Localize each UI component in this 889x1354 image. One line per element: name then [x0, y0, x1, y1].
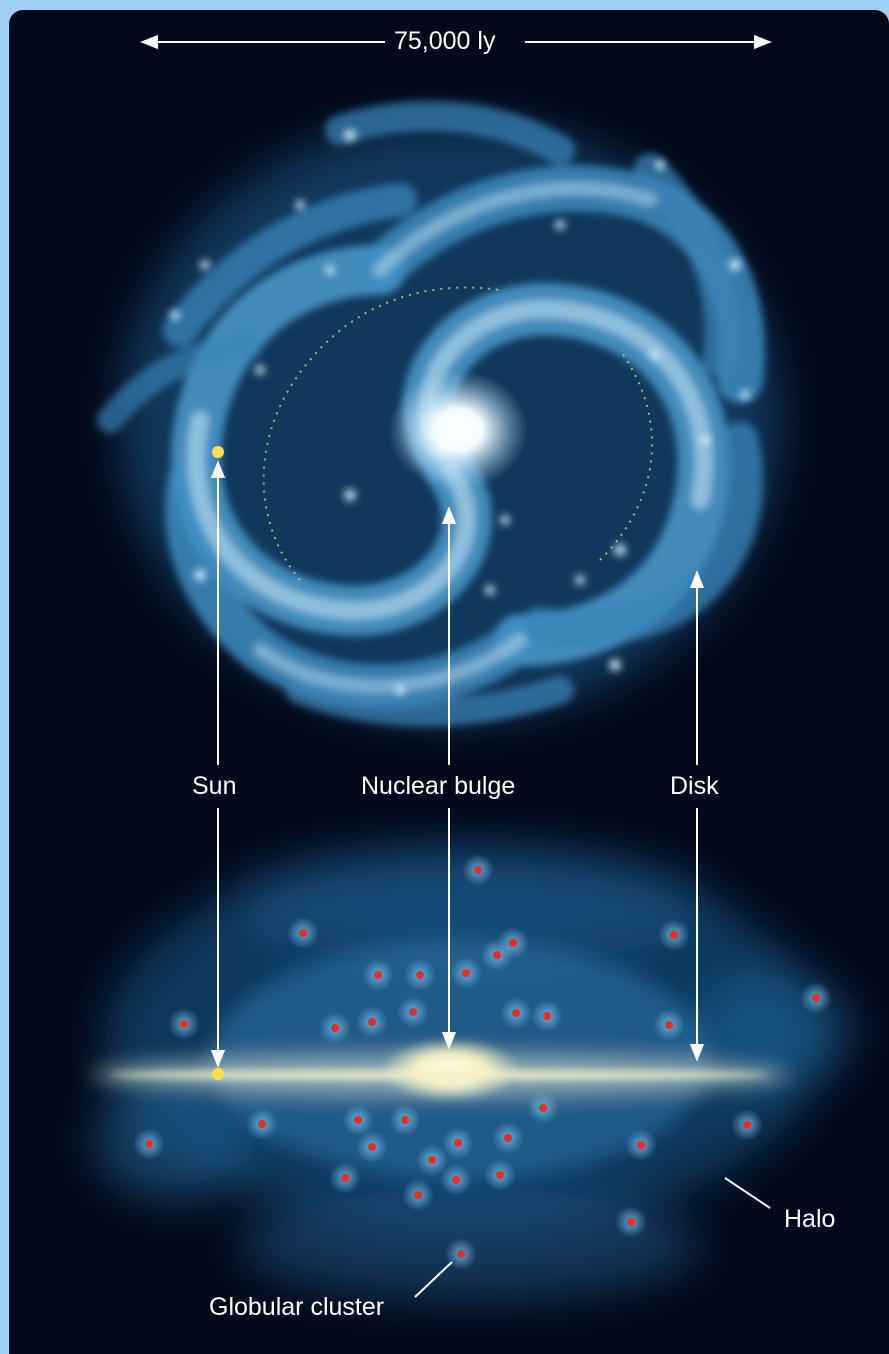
galactic-core	[388, 370, 528, 490]
spiral-galaxy	[110, 116, 780, 720]
disk-label: Disk	[670, 774, 719, 799]
scale-label: 75,000 ly	[394, 29, 495, 54]
edge-on-galaxy	[90, 845, 850, 1300]
galaxy-illustration	[9, 10, 889, 1354]
sun-label: Sun	[192, 774, 236, 799]
nuclear-bulge-label: Nuclear bulge	[361, 774, 515, 799]
sun-marker-edge	[212, 1068, 224, 1080]
halo-label: Halo	[784, 1207, 835, 1232]
halo-leader-line	[725, 1178, 770, 1208]
diagram-panel: 75,000 ly Sun Nuclear bulge Disk Halo Gl…	[9, 10, 889, 1354]
globular-cluster-label: Globular cluster	[209, 1295, 384, 1320]
sun-marker-top	[212, 446, 224, 458]
